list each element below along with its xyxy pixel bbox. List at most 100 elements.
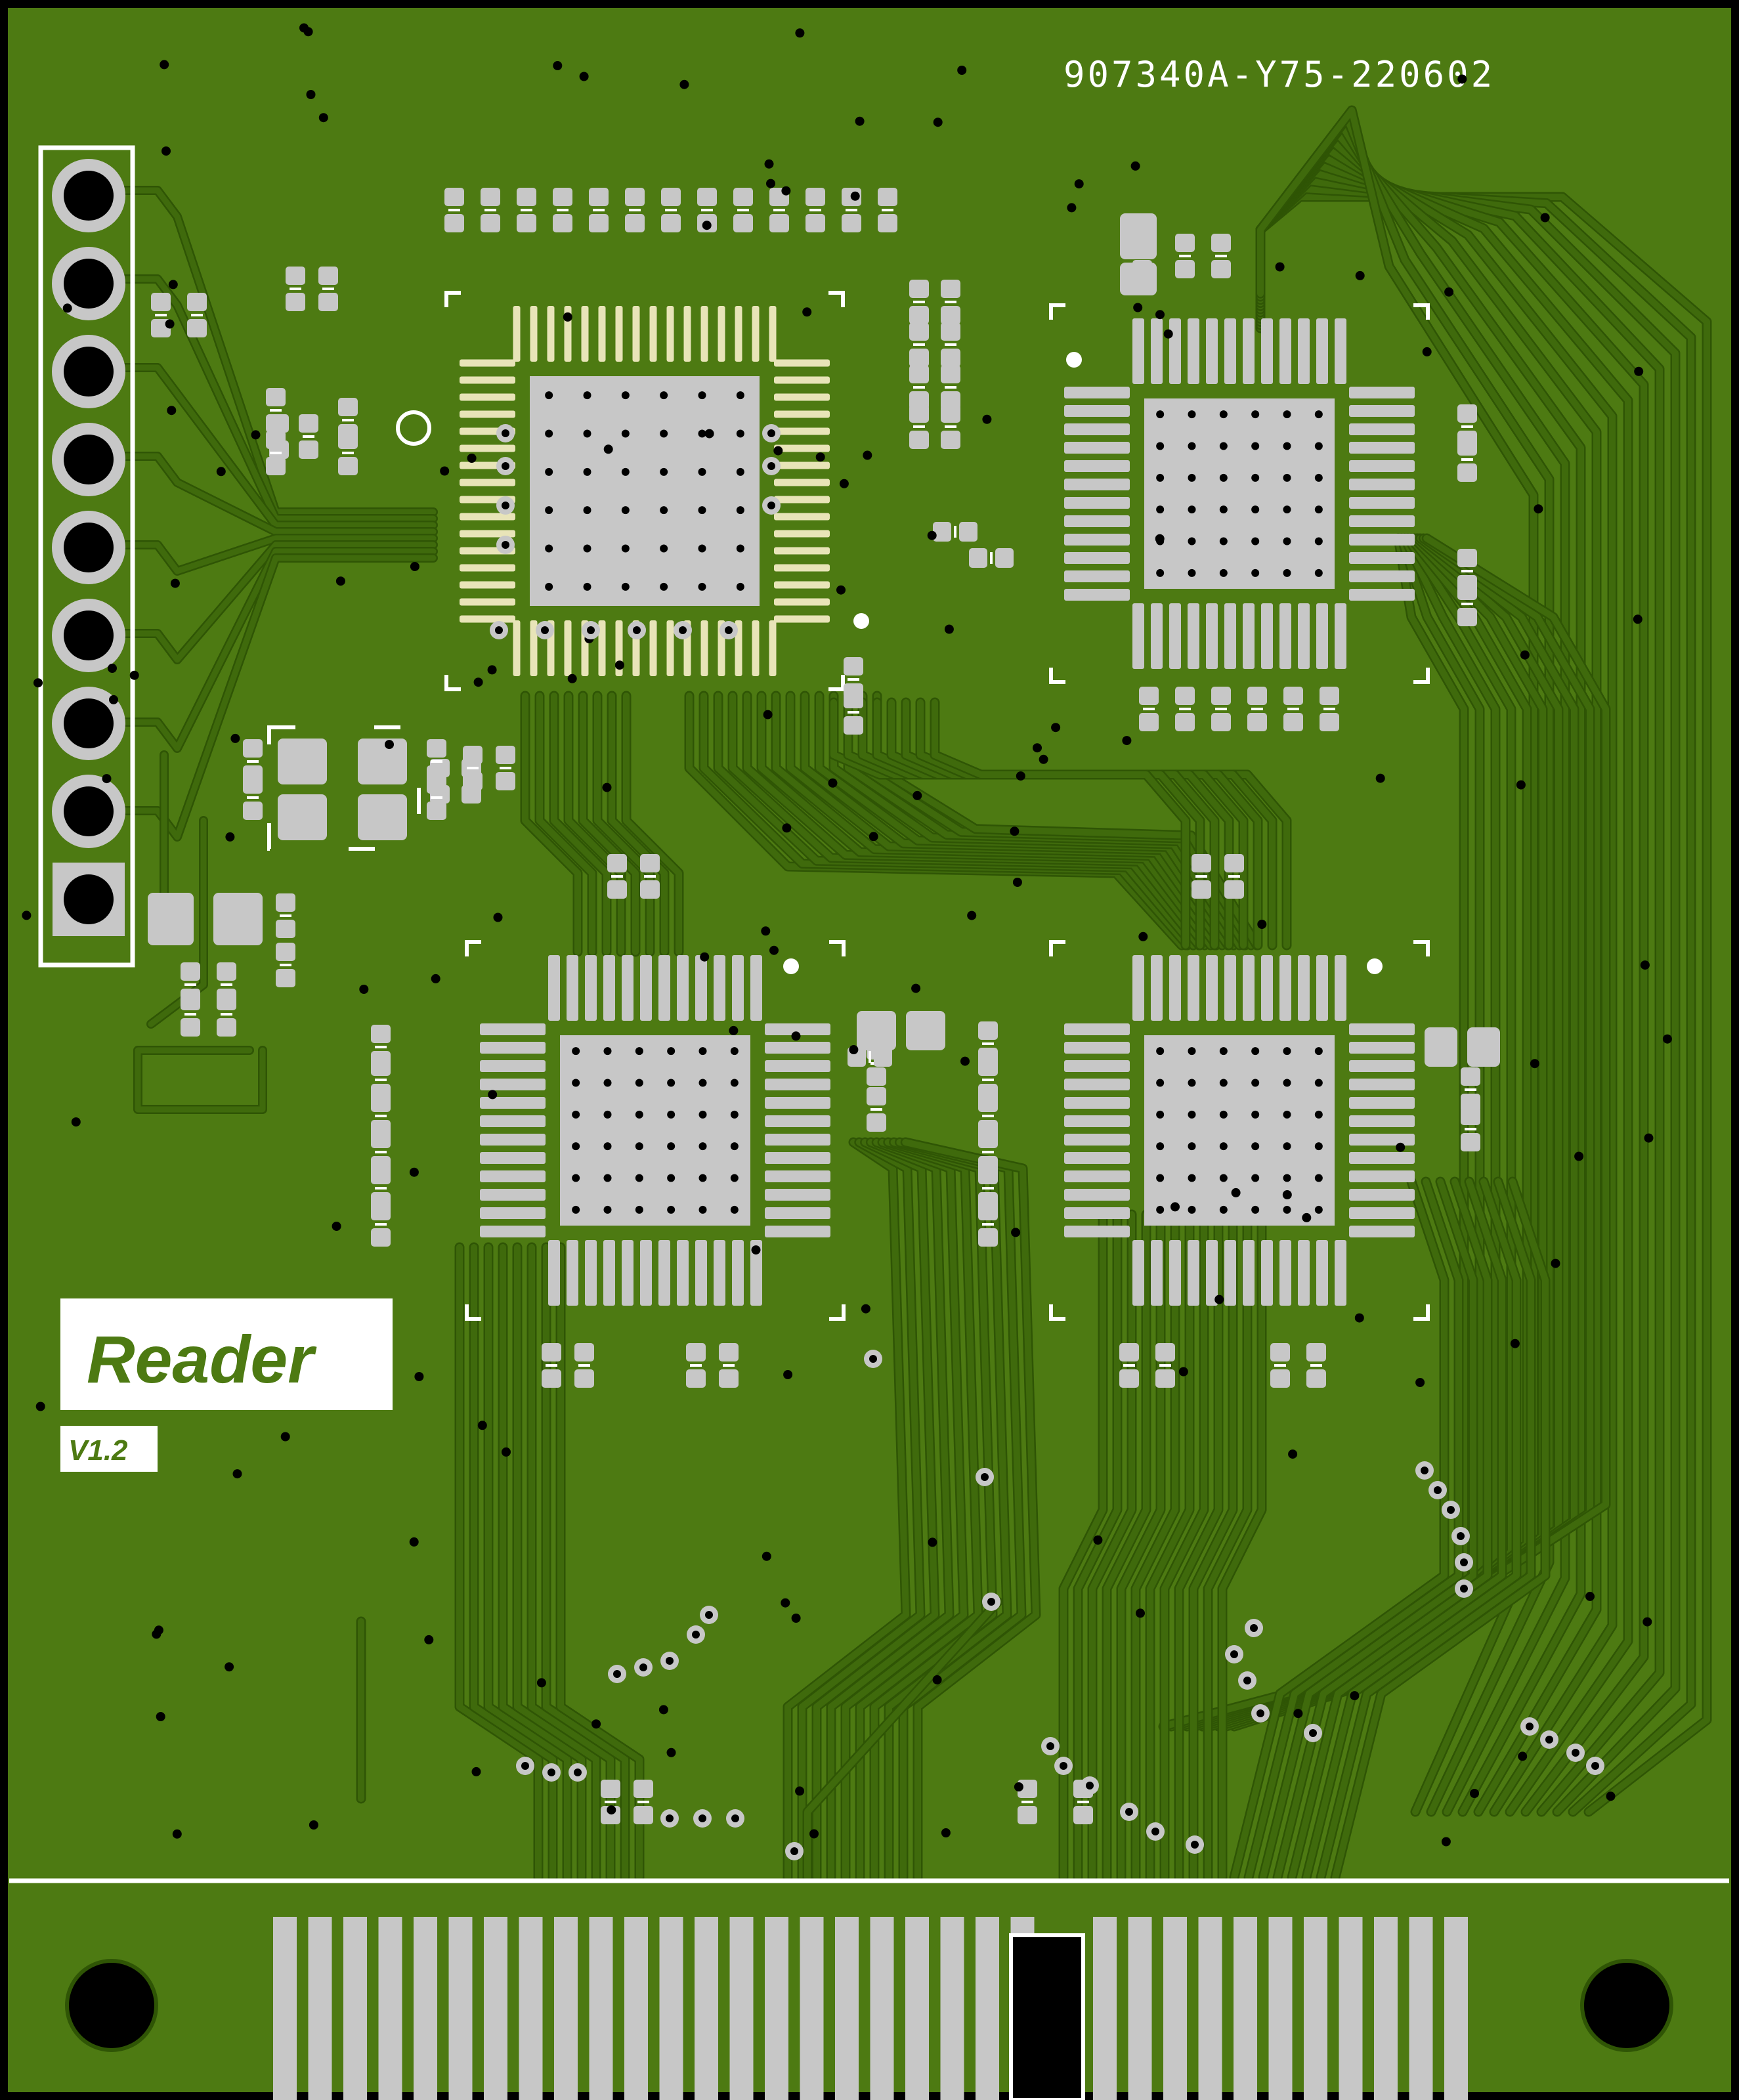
header-pin-hole [64,523,114,572]
smd-pad [640,854,660,872]
thermal-via [583,544,591,553]
power-pad [1467,1027,1500,1067]
smd-pad [633,1780,653,1798]
qfp-pin [603,955,615,1021]
ic-corner-mark [465,1304,481,1321]
trace [804,1598,1001,1881]
via [679,79,689,89]
via [1011,1228,1021,1237]
edge-finger [1093,1917,1117,2100]
qfp-pin [1064,534,1130,546]
via [802,307,812,317]
smd-pad [842,214,861,232]
qfp-pin [640,1240,652,1306]
via [836,585,846,595]
smd-pad [607,854,627,872]
thermal-via [1156,1110,1165,1119]
via [71,1117,81,1127]
via [764,159,774,169]
via-hole [767,502,775,509]
thermal-via [667,1205,676,1214]
qfp-pin [1335,318,1346,384]
smd-pad [909,280,929,298]
qfp-pin [1349,552,1415,564]
via [109,695,118,704]
qfp-pin [1349,1189,1415,1201]
trace [536,693,595,955]
via [35,1402,45,1411]
thermal-via [545,429,553,438]
smd-pad [243,802,263,820]
qfp-pin [622,1240,633,1306]
thermal-via [1314,473,1323,482]
edge-finger [554,1917,578,2100]
qfp-pin [622,955,633,1021]
large-qfp-pin [774,581,830,589]
qfp-pin [1064,479,1130,490]
thermal-via [1314,1205,1323,1214]
via [1633,614,1642,624]
smd-pad [625,214,645,232]
via-hole [1460,1585,1468,1593]
qfp-pin [1243,603,1255,669]
trace [609,693,668,955]
qfp-pin [1151,955,1163,1021]
smd-pad [1139,713,1159,731]
trace [758,693,1214,949]
via [563,312,572,322]
large-qfp-pin [769,306,777,362]
via [567,674,577,683]
qfp-pin [1349,1115,1415,1127]
via-hole [666,1814,674,1822]
qfp-pin [1349,534,1415,546]
smd-pad [496,746,515,764]
via-hole [869,1355,877,1363]
qfp-pin [1335,955,1346,1021]
via [471,1767,481,1776]
via [781,186,791,196]
edge-finger [519,1917,543,2100]
via-hole [1125,1808,1133,1816]
trace [1132,1211,1178,1881]
via [232,1469,242,1479]
edge-finger [835,1917,859,2100]
ic-layer [396,291,1430,1321]
ic-corner-mark [829,940,846,956]
via [502,1447,511,1457]
edge-finger [1198,1917,1222,2100]
smd-pad [266,431,286,449]
large-qfp-pin [460,564,515,572]
via [1574,1151,1584,1161]
smd-pad [318,267,338,285]
large-qfp-pin [615,306,623,362]
via [1642,1617,1652,1627]
thermal-via [667,1110,676,1119]
power-pad [1425,1027,1457,1067]
large-qfp-pin [774,359,830,367]
smd-pad [266,457,286,475]
via-hole [1460,1558,1468,1566]
via-hole [1447,1506,1455,1514]
thermal-via [635,1079,643,1087]
via [1067,203,1077,213]
thermal-via [1156,442,1165,450]
smd-pad [733,188,753,206]
via [702,221,712,230]
large-qfp-pin [460,359,515,367]
trace [1118,1211,1164,1881]
version-label-text: V1.2 [68,1434,128,1467]
ic-corner-mark [1049,940,1065,956]
smd-pad [1175,260,1195,278]
via [766,179,775,188]
via [761,926,771,936]
qfp-pin [1316,1240,1328,1306]
via [1155,310,1165,320]
via [704,429,714,439]
via [102,774,112,784]
via [1415,1378,1425,1387]
large-qfp-pin [649,306,657,362]
serial-code-text: 907340A-Y75-220602 [1063,54,1495,95]
via [1441,1837,1451,1847]
smd-pad [607,880,627,899]
power-pad [1120,213,1157,259]
